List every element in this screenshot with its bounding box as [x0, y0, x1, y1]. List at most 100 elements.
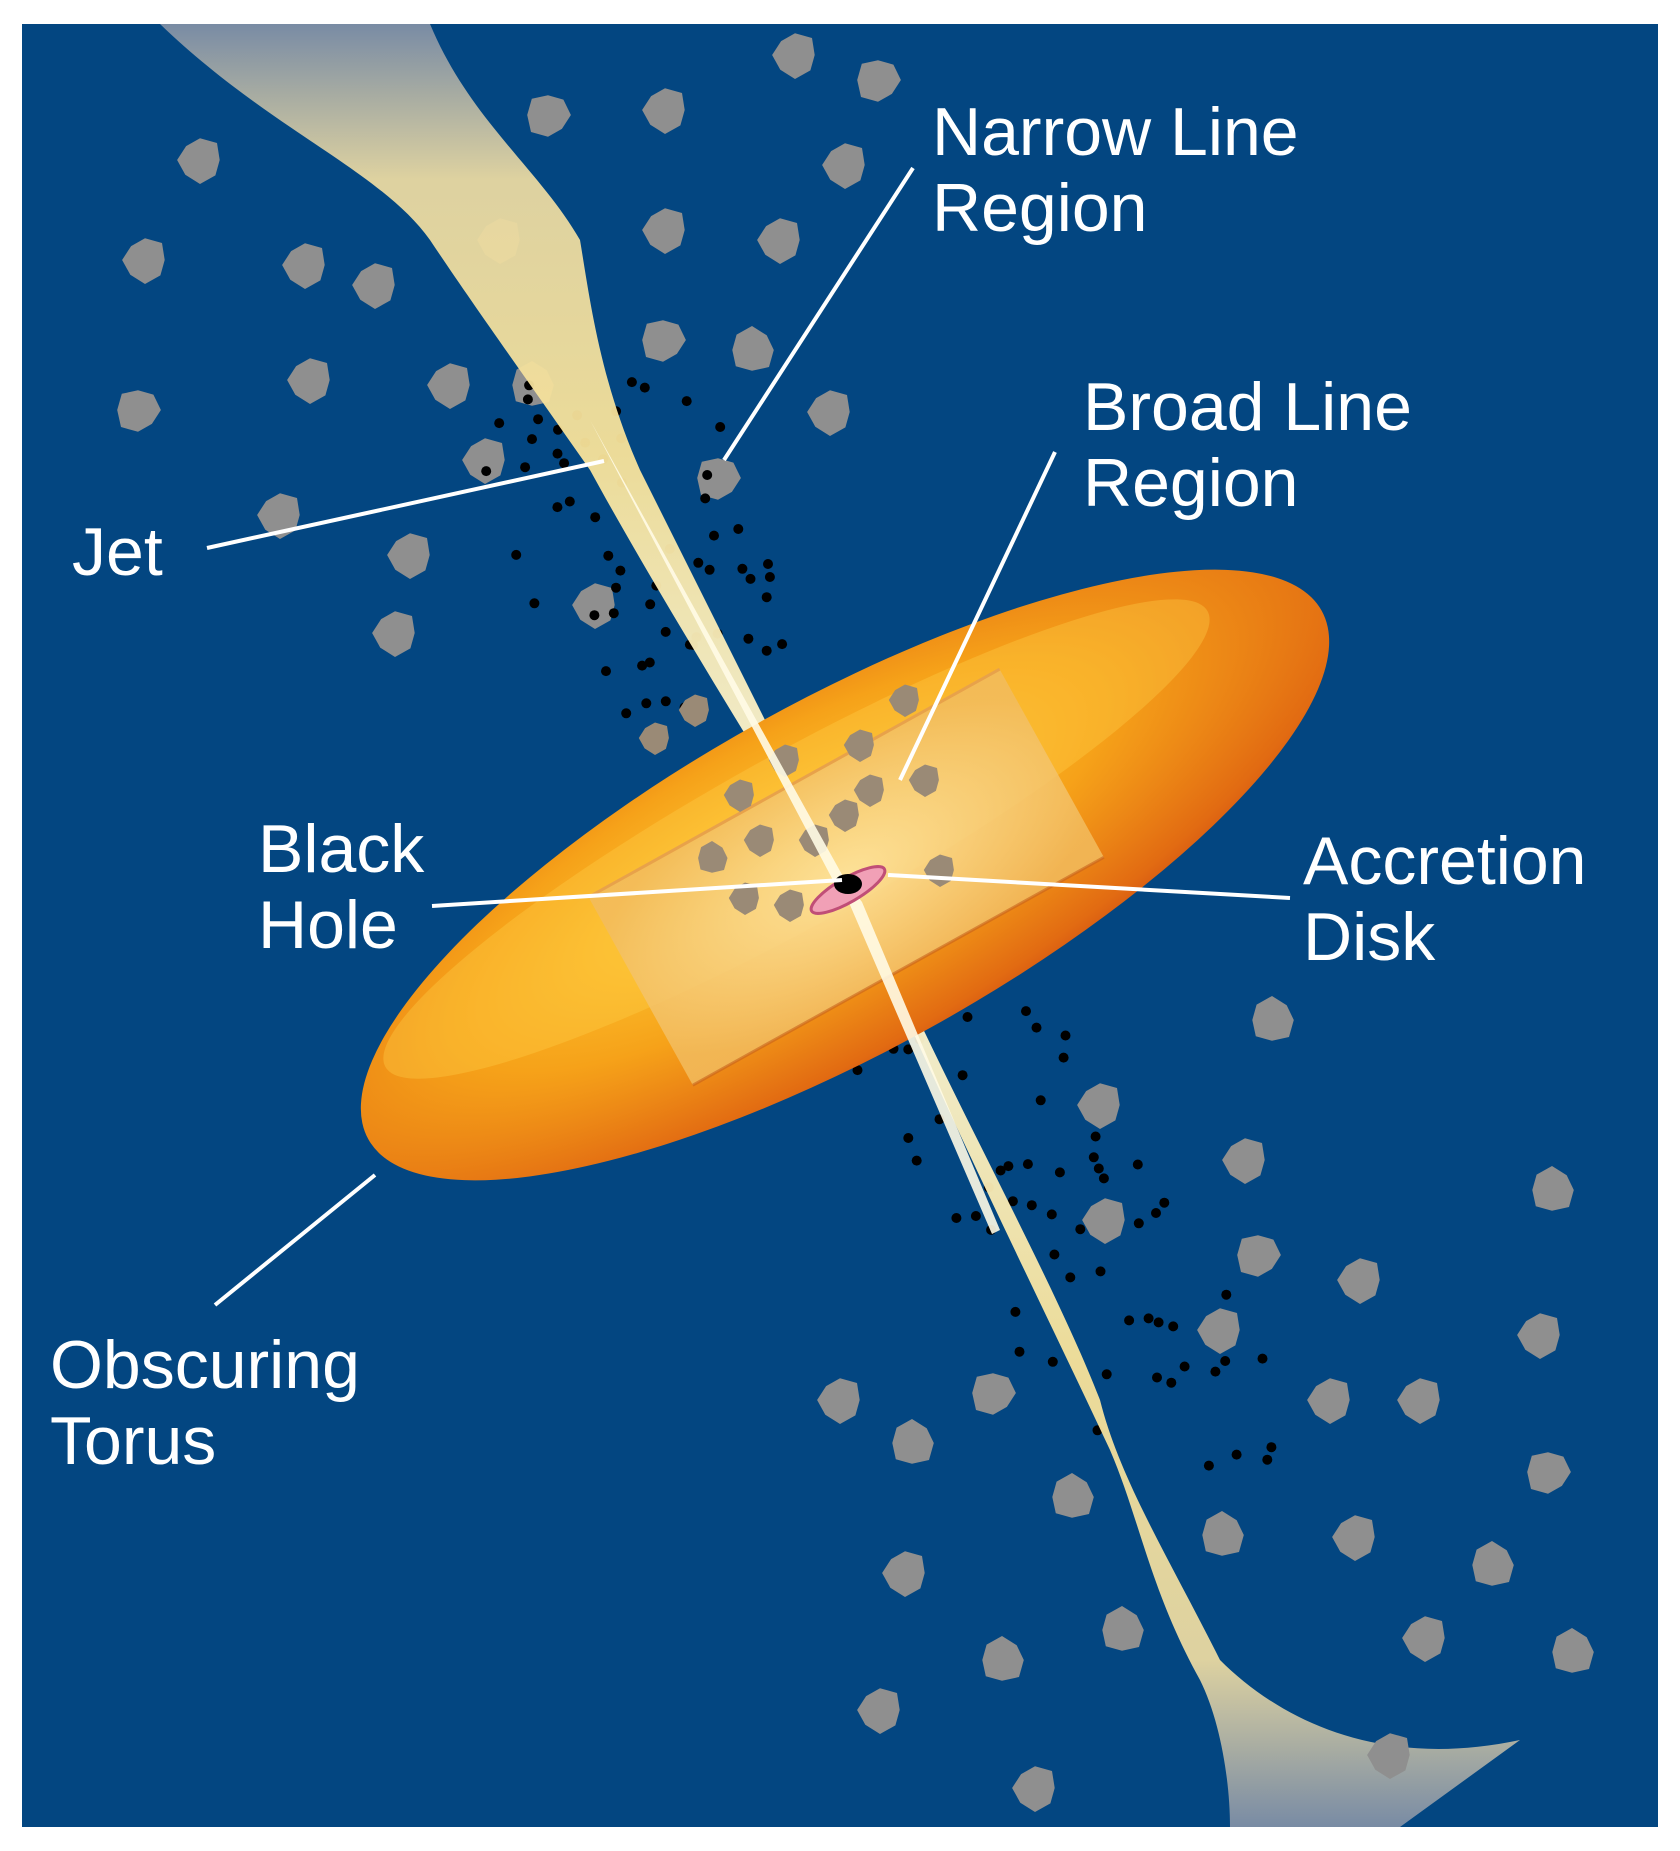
jet-lower	[858, 900, 1520, 1827]
black-dot-icon	[1153, 1317, 1164, 1328]
narrow-line-clouds-lower	[817, 996, 1594, 1812]
gray-cloud-icon	[1197, 1308, 1240, 1354]
gray-cloud-icon	[698, 841, 728, 873]
gray-cloud-icon	[772, 33, 815, 79]
black-dot-icon	[1168, 1321, 1179, 1332]
gray-cloud-icon	[857, 1688, 900, 1734]
black-dot-icon	[1007, 1196, 1018, 1207]
label-jet: Jet	[72, 514, 163, 590]
black-dot-icon	[777, 639, 788, 650]
black-dot-icon	[702, 470, 713, 480]
gray-cloud-icon	[462, 438, 505, 484]
jet-core	[590, 420, 1000, 1234]
black-dot-icon	[761, 645, 772, 656]
black-dot-icon	[645, 599, 656, 610]
gray-cloud-icon	[1077, 1083, 1120, 1129]
black-dot-icon	[520, 462, 531, 473]
gray-cloud-icon	[117, 390, 161, 432]
gray-cloud-icon	[282, 243, 325, 289]
black-dot-icon	[1090, 1131, 1101, 1142]
black-dot-icon	[1035, 1095, 1046, 1106]
black-dot-icon	[1010, 1306, 1021, 1317]
black-dot-icon	[1054, 1167, 1065, 1178]
black-dot-icon	[995, 1165, 1006, 1176]
black-dot-icon	[481, 466, 492, 477]
black-dot-icon	[615, 565, 626, 576]
gray-cloud-icon	[678, 694, 709, 727]
gray-cloud-icon	[387, 533, 430, 579]
black-dot-icon	[903, 1044, 914, 1055]
broad-line-clouds	[638, 684, 954, 922]
gray-cloud-icon	[773, 889, 804, 922]
black-dot-icon	[1133, 1218, 1144, 1229]
black-dot-icon	[1049, 1249, 1060, 1260]
gray-cloud-icon	[1397, 1378, 1440, 1424]
black-dot-icon	[743, 633, 754, 644]
gray-cloud-icon	[817, 1378, 860, 1424]
black-dot-icon	[1262, 1454, 1273, 1465]
gray-cloud-icon	[1337, 1258, 1380, 1304]
gray-cloud-icon	[122, 238, 165, 284]
gray-cloud-icon	[732, 326, 774, 371]
gray-cloud-icon	[257, 493, 300, 539]
black-dot-icon	[763, 559, 773, 569]
gray-cloud-icon	[1517, 1313, 1560, 1359]
black-dot-icon	[552, 448, 563, 459]
gray-cloud-icon	[1012, 1766, 1055, 1812]
black-dot-icon	[852, 1065, 863, 1076]
black-dot-icon	[764, 572, 775, 582]
leader-black-hole	[431, 878, 843, 908]
black-dot-icon	[1143, 1313, 1154, 1324]
label-black-hole: Black Hole	[258, 811, 443, 963]
black-dot-icon	[1166, 1377, 1177, 1388]
gray-cloud-icon	[807, 390, 850, 436]
black-dot-icon	[1014, 1346, 1025, 1357]
gray-cloud-icon	[728, 882, 759, 915]
gray-cloud-icon	[828, 799, 859, 832]
gray-cloud-icon	[1527, 1452, 1571, 1494]
gray-cloud-icon	[1472, 1541, 1514, 1586]
black-dot-icon	[1088, 1152, 1099, 1163]
black-dot-icon	[737, 563, 748, 574]
black-dot-icon	[962, 1012, 973, 1022]
gray-cloud-icon	[1222, 1138, 1265, 1184]
gray-cloud-icon	[1102, 1606, 1144, 1651]
gray-cloud-icon	[888, 684, 919, 717]
gray-cloud-icon	[638, 722, 669, 755]
black-dot-icon	[709, 530, 719, 541]
black-dot-icon	[761, 592, 772, 603]
black-dot-icon	[1021, 1006, 1031, 1017]
black-dot-icon	[1159, 1197, 1170, 1208]
gray-cloud-icon	[857, 60, 901, 102]
black-dot-icon	[1179, 1361, 1190, 1372]
gray-cloud-icon	[1237, 1235, 1281, 1277]
black-dot-icon	[1124, 1315, 1135, 1326]
black-dot-icon	[601, 666, 611, 677]
leader-jet	[206, 459, 605, 550]
black-dot-icon	[1046, 1209, 1057, 1220]
black-dot-icon	[903, 1133, 914, 1143]
black-dot-icon	[1220, 1356, 1231, 1366]
gray-cloud-icon	[572, 583, 615, 629]
gray-cloud-icon	[372, 611, 415, 657]
leader-obscuring-torus	[213, 1173, 377, 1307]
gray-cloud-icon	[1552, 1628, 1594, 1673]
gray-cloud-icon	[843, 729, 874, 762]
black-dot-icon	[529, 598, 540, 609]
black-dot-icon	[1075, 1224, 1086, 1235]
gray-cloud-icon	[642, 208, 685, 254]
black-dot-icon	[637, 660, 648, 671]
jet-upper	[160, 24, 845, 884]
black-dot-icon	[1101, 1369, 1112, 1380]
gray-cloud-icon	[972, 1373, 1016, 1415]
black-dot-icon	[626, 377, 637, 388]
gray-cloud-icon	[1252, 996, 1294, 1041]
black-dot-icon	[660, 626, 671, 637]
black-dot-icon	[1151, 1208, 1161, 1218]
black-dot-icon	[1031, 1022, 1042, 1033]
black-dot-icon	[1058, 1052, 1069, 1063]
black-dot-icon	[527, 434, 537, 445]
gray-cloud-icon	[822, 143, 865, 189]
gray-cloud-icon	[1532, 1166, 1574, 1211]
